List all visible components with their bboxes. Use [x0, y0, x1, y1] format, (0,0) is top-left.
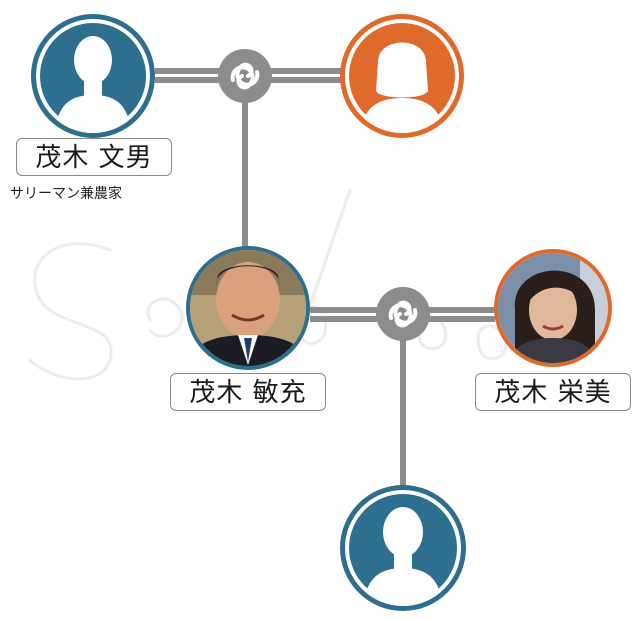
avatar-fumio[interactable]: [31, 14, 155, 140]
avatar-eimi[interactable]: [494, 249, 620, 370]
role-label-fumio: サリーマン兼農家: [10, 186, 122, 202]
avatar-grandmother[interactable]: [340, 14, 464, 140]
name-label-eimi: 茂木 栄美: [475, 373, 631, 411]
name-label-toshimitsu: 茂木 敏充: [170, 373, 326, 411]
ring-knot-icon: [218, 49, 272, 103]
avatar-toshimitsu[interactable]: [180, 245, 316, 380]
avatar-child[interactable]: [340, 485, 466, 615]
portrait-photo: [190, 250, 306, 366]
ring-knot-icon: [376, 287, 430, 341]
person-silhouette-icon: [55, 36, 131, 133]
name-label-fumio: 茂木 文男: [16, 138, 172, 176]
portrait-photo: [498, 253, 608, 363]
